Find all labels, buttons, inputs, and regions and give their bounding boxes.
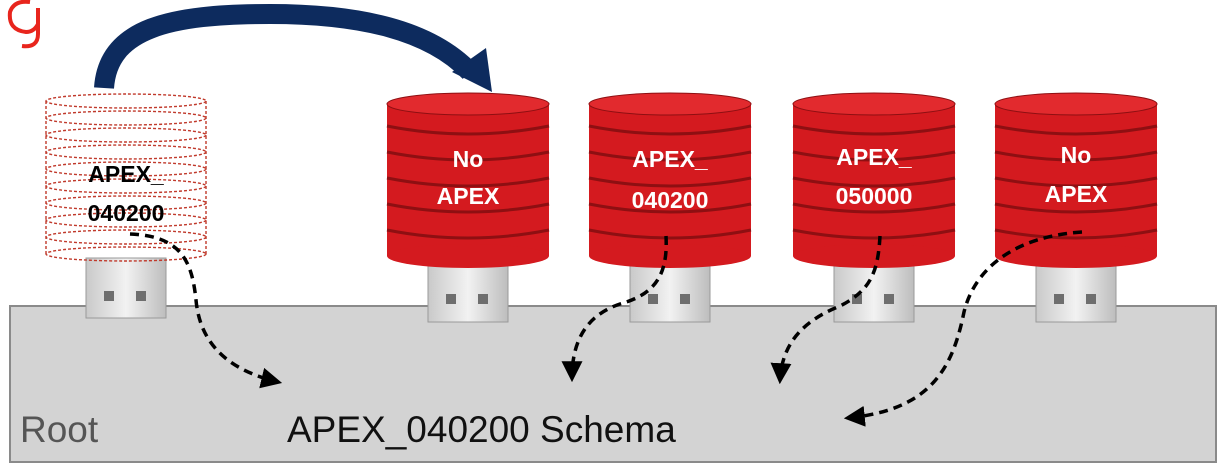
- dashed-database-cylinder-icon: [45, 93, 207, 262]
- database-cylinder-icon: [792, 92, 956, 268]
- database-label-line1: APEX_: [632, 146, 708, 172]
- root-label: Root: [20, 409, 99, 450]
- usb-connector-icon: [1035, 261, 1117, 323]
- usb-connector-icon: [427, 261, 509, 323]
- database-label-line2: 040200: [88, 200, 165, 226]
- database-cylinder-icon: [588, 92, 752, 268]
- root-box: [9, 305, 1217, 463]
- database-pdb2: APEX_ 040200: [588, 92, 752, 323]
- database-cylinder-icon: [386, 92, 550, 268]
- usb-connector-icon: [629, 261, 711, 323]
- database-label-line2: 040200: [632, 187, 709, 213]
- database-label-line2: APEX: [437, 183, 500, 209]
- database-pdb4: No APEX: [994, 92, 1158, 323]
- database-cylinder-icon: [994, 92, 1158, 268]
- database-label-line1: No: [453, 146, 484, 172]
- dashed-link-arrow-icon: [843, 230, 1083, 427]
- database-pdb3: APEX_ 050000: [792, 92, 956, 323]
- database-label-line1: APEX_: [88, 161, 164, 187]
- database-unplugged: APEX_ 040200: [45, 93, 207, 319]
- title-fragment: [7, 0, 40, 49]
- database-pdb1: No APEX: [386, 92, 550, 323]
- root-container: Root APEX_040200 Schema: [9, 305, 1217, 463]
- database-label-line1: APEX_: [836, 144, 912, 170]
- usb-connector-icon: [85, 257, 167, 319]
- curved-arrow-icon: [94, 3, 492, 92]
- schema-label: APEX_040200 Schema: [287, 409, 676, 450]
- database-label-line1: No: [1061, 142, 1092, 168]
- database-label-line2: 050000: [836, 183, 913, 209]
- database-label-line2: APEX: [1045, 181, 1108, 207]
- dashed-link-arrow-icon: [561, 235, 668, 383]
- dashed-link-arrow-icon: [129, 232, 283, 389]
